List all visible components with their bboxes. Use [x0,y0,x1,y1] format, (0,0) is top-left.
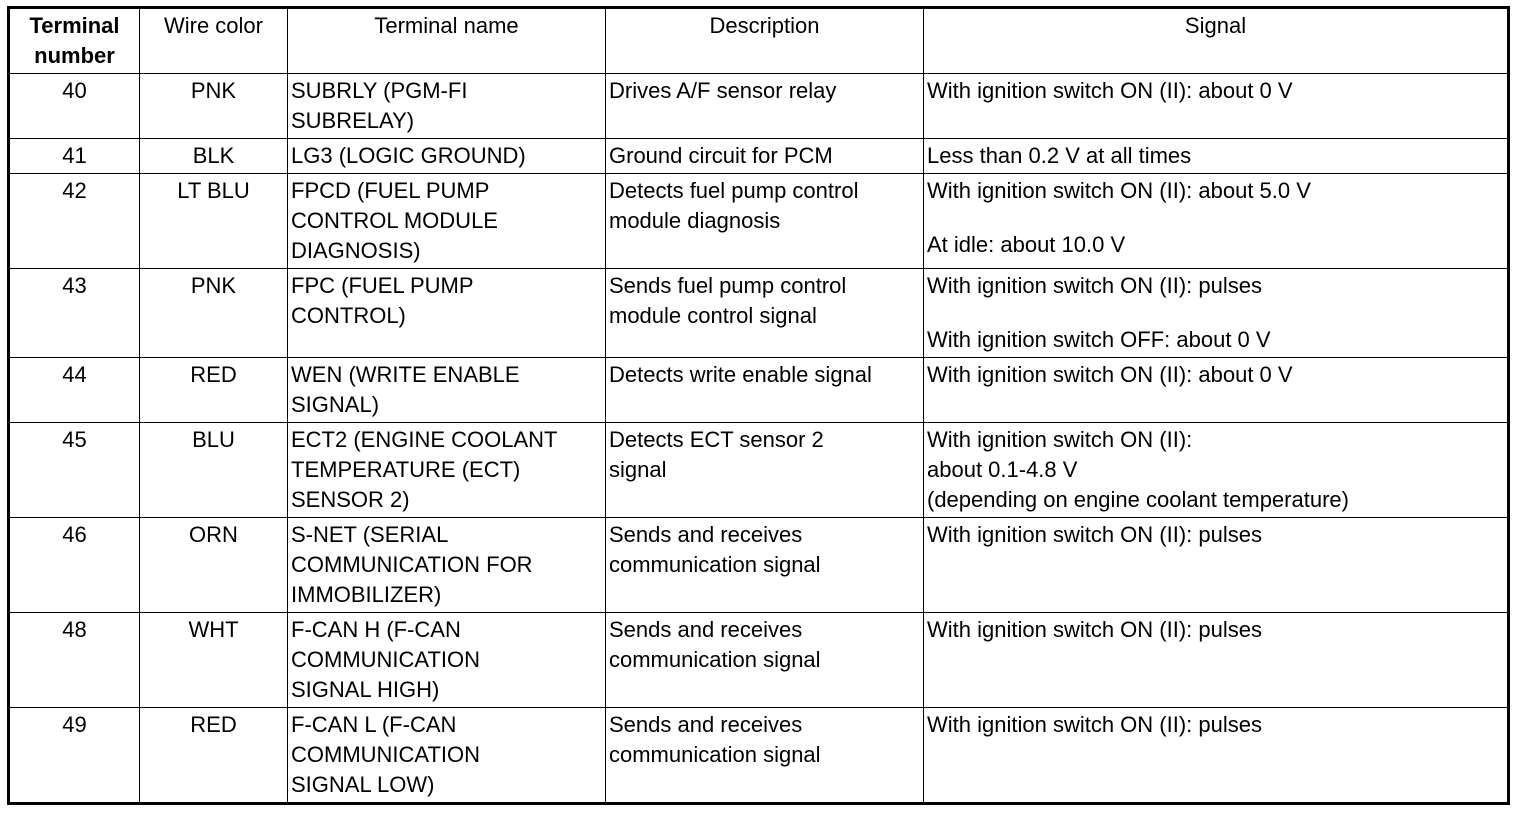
terminal-name-cell: F-CAN H (F-CAN COMMUNICATION SIGNAL HIGH… [287,612,606,708]
header-terminal-name: Terminal name [287,7,606,74]
signal-cell: With ignition switch ON (II): about 5.0 … [923,173,1509,269]
wire-color-cell: RED [139,707,288,804]
signal-cell: With ignition switch ON (II): pulses [923,517,1509,613]
terminal-name-cell: F-CAN L (F-CAN COMMUNICATION SIGNAL LOW) [287,707,606,804]
terminal-number-cell: 45 [8,422,140,518]
wire-color-cell: LT BLU [139,173,288,269]
wire-color-cell: WHT [139,612,288,708]
description-cell: Detects ECT sensor 2 signal [605,422,924,518]
description-cell: Sends fuel pump control module control s… [605,268,924,358]
terminal-table: Terminal number Wire color Terminal name… [7,6,1510,805]
wire-color-cell: RED [139,357,288,423]
header-wire-color: Wire color [139,7,288,74]
signal-line: With ignition switch OFF: about 0 V [927,327,1271,352]
signal-cell: Less than 0.2 V at all times [923,138,1509,174]
wire-color-cell: PNK [139,73,288,139]
terminal-name-cell: WEN (WRITE ENABLE SIGNAL) [287,357,606,423]
terminal-number-cell: 41 [8,138,140,174]
signal-line: With ignition switch ON (II): pulses [927,522,1262,547]
terminal-number-cell: 48 [8,612,140,708]
wire-color-cell: BLU [139,422,288,518]
description-cell: Ground circuit for PCM [605,138,924,174]
signal-line: Less than 0.2 V at all times [927,143,1192,168]
header-signal: Signal [923,7,1509,74]
terminal-name-cell: SUBRLY (PGM-FI SUBRELAY) [287,73,606,139]
header-description: Description [605,7,924,74]
signal-line: With ignition switch ON (II): pulses [927,273,1262,298]
signal-cell: With ignition switch ON (II): about 0 V [923,73,1509,139]
description-cell: Detects write enable signal [605,357,924,423]
signal-line: With ignition switch ON (II): about 0.1-… [927,427,1349,512]
terminal-name-cell: S-NET (SERIAL COMMUNICATION FOR IMMOBILI… [287,517,606,613]
terminal-number-cell: 40 [8,73,140,139]
wire-color-cell: BLK [139,138,288,174]
wire-color-cell: PNK [139,268,288,358]
terminal-number-cell: 49 [8,707,140,804]
header-terminal-number: Terminal number [8,7,140,74]
signal-cell: With ignition switch ON (II): about 0 V [923,357,1509,423]
terminal-number-cell: 44 [8,357,140,423]
terminal-name-cell: LG3 (LOGIC GROUND) [287,138,606,174]
terminal-name-cell: FPCD (FUEL PUMP CONTROL MODULE DIAGNOSIS… [287,173,606,269]
terminal-number-cell: 42 [8,173,140,269]
header-row: Terminal number Wire color Terminal name… [8,7,1509,74]
signal-line: With ignition switch ON (II): about 5.0 … [927,178,1311,203]
terminal-name-cell: ECT2 (ENGINE COOLANT TEMPERATURE (ECT) S… [287,422,606,518]
terminal-name-cell: FPC (FUEL PUMP CONTROL) [287,268,606,358]
description-cell: Detects fuel pump control module diagnos… [605,173,924,269]
signal-line: At idle: about 10.0 V [927,232,1126,257]
signal-line: With ignition switch ON (II): pulses [927,712,1262,737]
signal-cell: With ignition switch ON (II): pulses [923,612,1509,708]
description-cell: Sends and receives communication signal [605,707,924,804]
terminal-number-cell: 46 [8,517,140,613]
description-cell: Sends and receives communication signal [605,612,924,708]
terminal-number-cell: 43 [8,268,140,358]
signal-line: With ignition switch ON (II): about 0 V [927,362,1293,387]
signal-cell: With ignition switch ON (II): pulses [923,707,1509,804]
description-cell: Drives A/F sensor relay [605,73,924,139]
signal-line: With ignition switch ON (II): pulses [927,617,1262,642]
wire-color-cell: ORN [139,517,288,613]
signal-cell: With ignition switch ON (II): about 0.1-… [923,422,1509,518]
description-cell: Sends and receives communication signal [605,517,924,613]
signal-line: With ignition switch ON (II): about 0 V [927,78,1293,103]
